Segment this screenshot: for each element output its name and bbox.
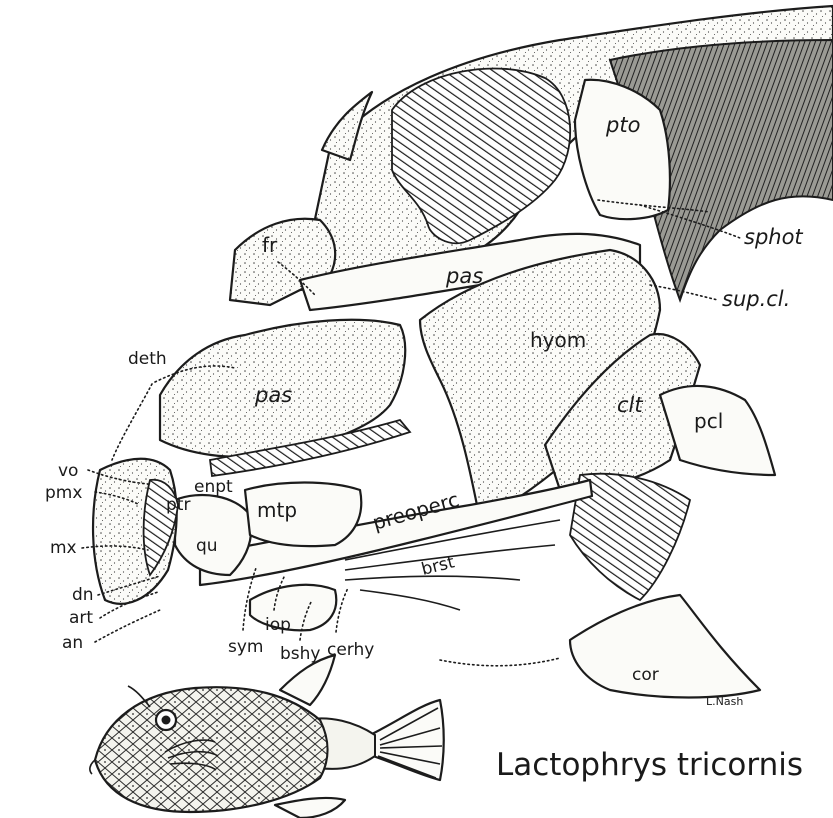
label-pcl: pcl [694,409,723,433]
fish-body [95,687,328,812]
label-enpt: enpt [194,477,233,497]
skull-drawing [93,6,833,698]
branchiostegal-ray-4 [360,590,460,610]
fish-anal-fin [275,798,345,818]
label-art: art [69,608,93,628]
artist-signature: L.Nash [706,695,743,708]
label-ptr: ptr [166,495,190,515]
caption: Lactophrys tricornis [496,747,803,783]
label-sym: sym [228,637,263,657]
label-sphot: sphot [744,225,803,249]
fish-inset [90,655,444,818]
fish-pupil [162,716,171,725]
gill-outline [440,658,560,666]
label-bshy: bshy [280,644,320,664]
label-pmx: pmx [45,483,82,503]
label-pas-upper: pas [445,264,483,288]
label-pas-lower: pas [254,383,292,407]
label-clt: clt [617,393,643,417]
label-hyom: hyom [530,328,586,352]
label-dn: dn [72,585,94,605]
label-vo: vo [58,461,78,481]
label-mx: mx [50,538,77,558]
label-sup-cl: sup.cl. [722,287,790,311]
label-pto: pto [605,113,640,137]
fish-mouth [90,760,95,774]
label-deth: deth [128,349,167,369]
label-qu: qu [196,536,218,556]
label-iop: iop [265,615,291,635]
label-cor: cor [632,665,659,685]
leader-cerhy [336,588,348,632]
coracoid [570,595,760,698]
ceratohyal [250,585,336,631]
label-mtp: mtp [257,498,297,522]
label-an: an [62,633,83,653]
leader-deth-2 [112,384,152,460]
label-fr: fr [262,233,278,257]
